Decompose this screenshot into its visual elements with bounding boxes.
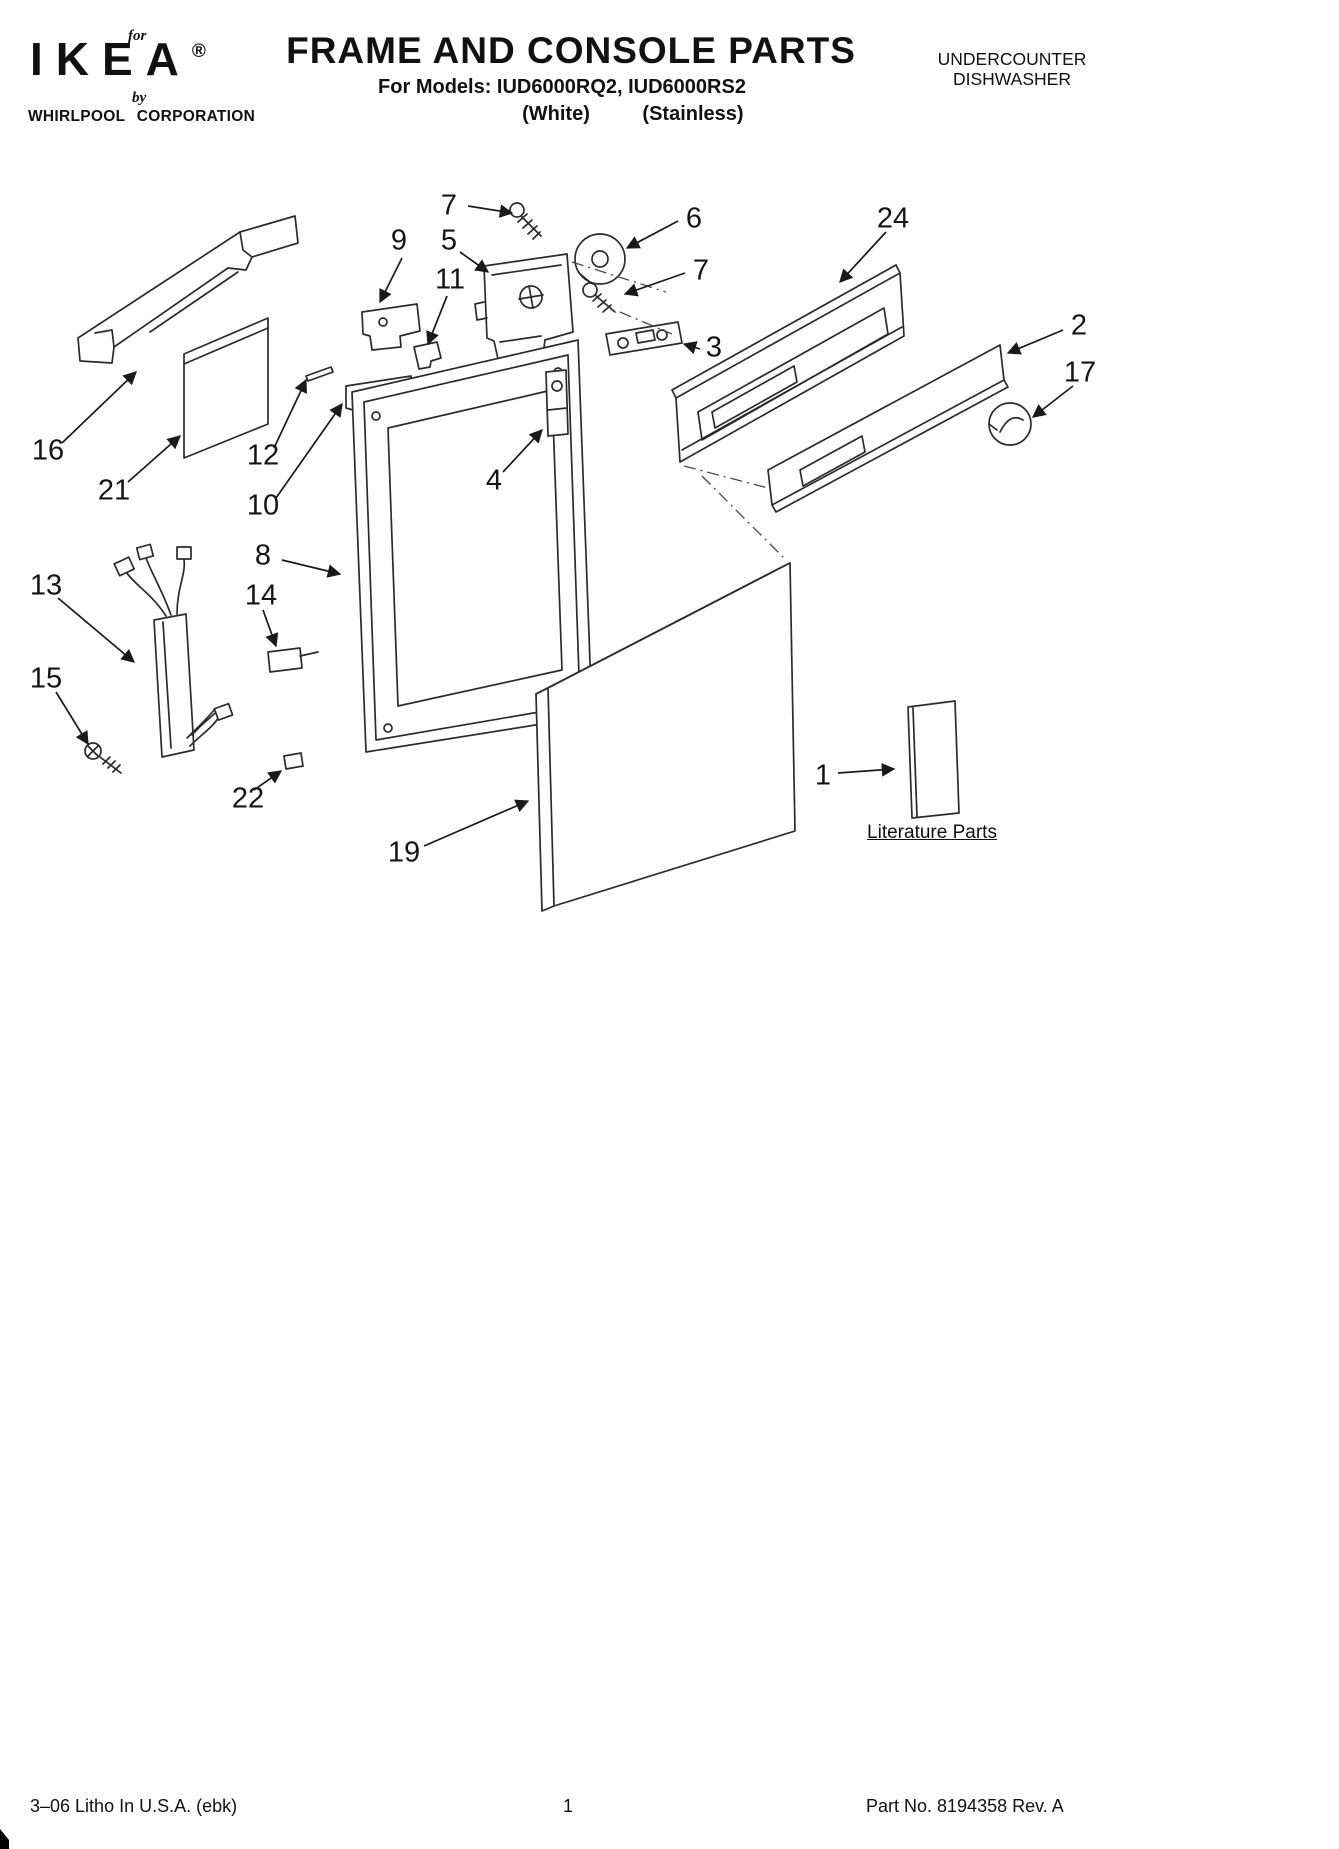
- part-2-drawing: [767, 344, 1009, 513]
- part-19-drawing: [535, 562, 796, 912]
- ikea-logo: IKEA®: [30, 36, 206, 82]
- scan-artifact: [0, 1829, 9, 1849]
- callout-15: 15: [29, 662, 63, 695]
- part-24-drawing: [671, 264, 905, 463]
- callout-7-upper: 7: [440, 189, 458, 222]
- callout-2: 2: [1070, 309, 1088, 342]
- part-3-drawing: [605, 321, 683, 356]
- part-7a-screw-drawing: [509, 202, 542, 240]
- callout-4: 4: [485, 464, 503, 497]
- callout-3: 3: [705, 331, 723, 364]
- part-16-drawing: [77, 215, 299, 364]
- part-5-drawing: [474, 253, 574, 360]
- callout-10: 10: [246, 489, 280, 522]
- part-15-drawing: [84, 742, 122, 774]
- callout-14: 14: [244, 579, 278, 612]
- part-7b-screw-drawing: [582, 282, 616, 313]
- part-13-drawing: [113, 543, 234, 758]
- part-4-drawing: [545, 369, 569, 437]
- literature-parts-label: Literature Parts: [867, 822, 997, 843]
- product-type-line2: DISHWASHER: [953, 69, 1071, 89]
- callout-17: 17: [1063, 356, 1097, 389]
- callout-21: 21: [97, 474, 131, 507]
- ikea-logo-text: IKEA: [30, 33, 192, 85]
- logo-by-text: by: [132, 90, 147, 106]
- models-line: For Models: IUD6000RQ2, IUD6000RS2: [378, 76, 746, 98]
- callout-6: 6: [685, 202, 703, 235]
- part-17-drawing: [988, 402, 1032, 446]
- callout-1: 1: [814, 759, 832, 792]
- part-22-drawing: [283, 752, 304, 770]
- callout-13: 13: [29, 569, 63, 602]
- part-1-drawing: [907, 700, 960, 819]
- callout-7-lower: 7: [692, 254, 710, 287]
- callout-24: 24: [876, 202, 910, 235]
- litho-note: 3–06 Litho In U.S.A. (ebk): [30, 1796, 238, 1816]
- whirlpool-corporation-label: WHIRLPOOL CORPORATION: [28, 108, 256, 125]
- part-11-drawing: [413, 341, 442, 370]
- callout-8: 8: [254, 539, 272, 572]
- part-number-revision: Part No. 8194358 Rev. A: [866, 1796, 1064, 1816]
- alignment-dashed-lines: [571, 261, 787, 561]
- callout-12: 12: [246, 439, 280, 472]
- logo-for-text: for: [128, 28, 147, 44]
- finish-stainless-label: (Stainless): [642, 103, 744, 125]
- part-6-drawing: [574, 233, 626, 285]
- part-12-drawing: [305, 366, 334, 382]
- finish-white-label: (White): [522, 103, 590, 125]
- page-title: FRAME AND CONSOLE PARTS: [286, 30, 856, 71]
- callout-leader-arrows: [55, 204, 1074, 847]
- page-number: 1: [563, 1796, 574, 1816]
- product-type-line1: UNDERCOUNTER: [937, 49, 1087, 69]
- callout-16: 16: [31, 434, 65, 467]
- callout-5: 5: [440, 224, 458, 257]
- callout-19: 19: [387, 836, 421, 869]
- part-14-drawing: [267, 647, 319, 673]
- callout-11: 11: [434, 263, 466, 296]
- part-21-drawing: [183, 317, 269, 459]
- registered-mark: ®: [191, 41, 206, 62]
- product-type-label: UNDERCOUNTER DISHWASHER: [938, 49, 1087, 89]
- callout-22: 22: [231, 782, 265, 815]
- part-9-drawing: [361, 303, 421, 351]
- callout-9: 9: [390, 224, 408, 257]
